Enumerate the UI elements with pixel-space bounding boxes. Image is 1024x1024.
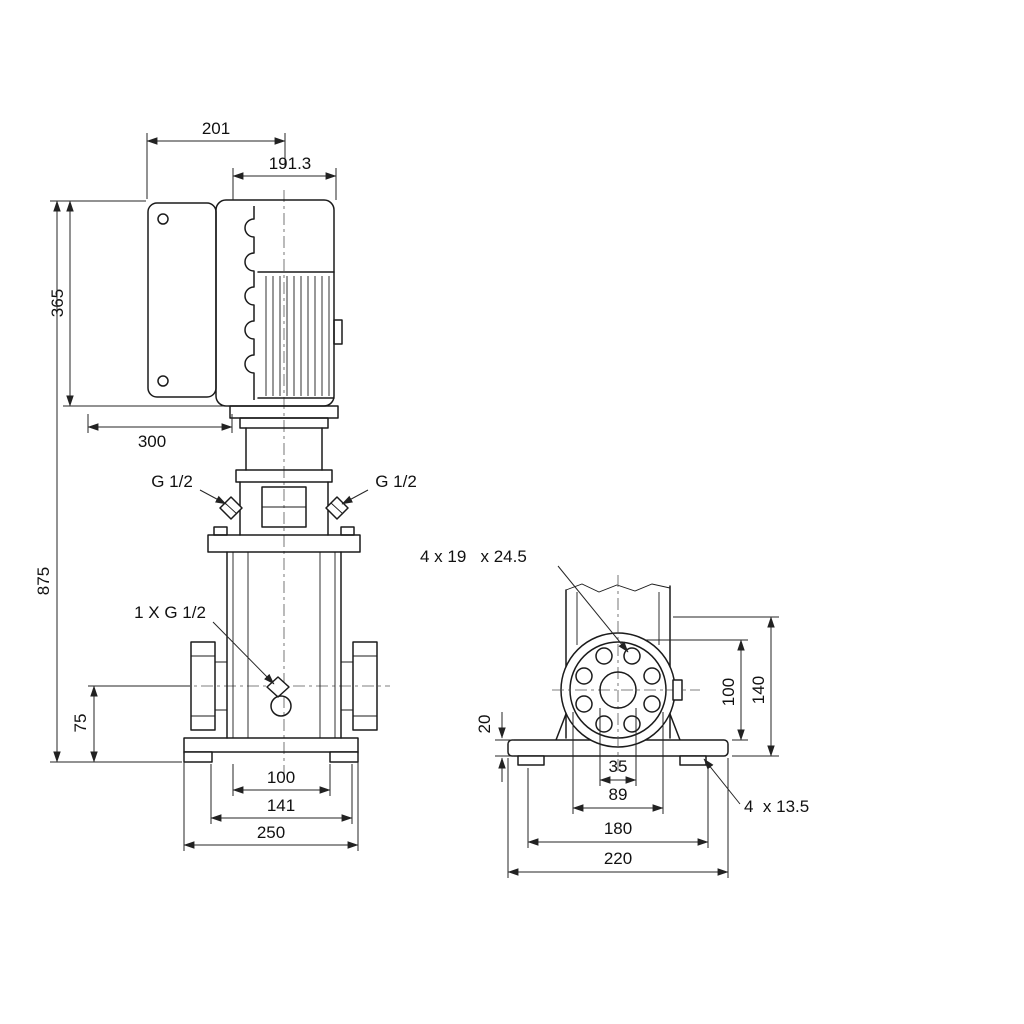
dim-250-label: 250 [257,823,285,842]
dim-180-label: 180 [604,819,632,838]
ext-lines-141 [210,764,353,824]
flange-holes-label: 4 x 19 x 24.5 [420,547,527,566]
stay-bolts [232,552,336,738]
front-view: 201 191.3 365 300 875 75 100 141 250 G 1… [34,119,417,851]
bolt-hole [643,667,661,685]
plug-left-hatch [224,502,238,515]
port-flange-left [190,641,216,731]
head-plate [235,469,333,483]
column-flare [555,713,681,741]
motor-fins [265,276,330,396]
dim-191-label: 191.3 [269,154,312,173]
foot-pad [517,755,545,766]
ext-lines-365 [50,200,228,407]
ext-lines-180 [527,768,709,848]
column-inner [576,592,660,645]
base-holes-label: 4 x 13.5 [744,797,809,816]
port-right-details [341,655,377,717]
motor-body [215,199,335,407]
bolt-hole [595,715,613,733]
dim-141-label: 141 [267,796,295,815]
ext-lines-89 [572,712,664,814]
ext-lines-201 [146,133,286,199]
dim-300-label: 300 [138,432,166,451]
dim-20-label: 20 [475,715,494,734]
dim-100-label: 100 [267,768,295,787]
leader-plug-right [341,489,369,505]
staybolt-nut [213,526,228,536]
foot-pad [679,755,707,766]
base-foot [183,751,213,763]
motor-tab [333,319,343,345]
dim-140-label: 140 [749,676,768,704]
control-box [147,202,217,398]
drain-boss [270,695,292,717]
ext-lines-220 [507,758,729,878]
port-flange-right [352,641,378,731]
leader-flange-holes [557,565,629,653]
leader-plug-left [199,489,227,505]
bolt-hole [575,667,593,685]
chamber-outer [226,551,342,739]
dim-75-label: 75 [71,714,90,733]
base-foot [329,751,359,763]
drain-label: 1 X G 1/2 [134,603,206,622]
bolt-hole [575,695,593,713]
dim-875-label: 875 [34,567,53,595]
staybolt-nut [340,526,355,536]
plug-left-label: G 1/2 [151,472,193,491]
bolt-hole [623,715,641,733]
ext-lines-35 [599,708,637,786]
screw-icon [157,213,169,225]
dim-220-label: 220 [604,849,632,868]
ext-lines-20 [495,739,514,757]
dim-100s-label: 100 [719,678,738,706]
fin-borders [257,271,335,399]
head-flange [207,534,361,553]
dim-89-label: 89 [609,785,628,804]
dim-201-label: 201 [202,119,230,138]
break-line [565,583,671,593]
plug-right-hatch [330,502,344,515]
sleeve-lines [247,552,321,738]
flange-tab [672,679,683,701]
side-view: 4 x 19 x 24.5 20 100 140 35 89 180 220 4… [420,547,809,878]
stool-plate [239,417,329,429]
neck [245,427,323,471]
motor-scallops [244,206,255,400]
port-left-details [191,655,227,717]
flange-bore [599,671,637,709]
base-plate [183,737,359,753]
ext-lines-300 [87,414,233,433]
bolt-hole [595,647,613,665]
ext-lines-250 [183,754,359,851]
dim-35-label: 35 [609,757,628,776]
screw-icon [157,375,169,387]
bolt-hole [623,647,641,665]
leader-drain [212,621,275,685]
leader-base-holes [703,758,741,805]
bolt-hole [643,695,661,713]
plug-right-label: G 1/2 [375,472,417,491]
